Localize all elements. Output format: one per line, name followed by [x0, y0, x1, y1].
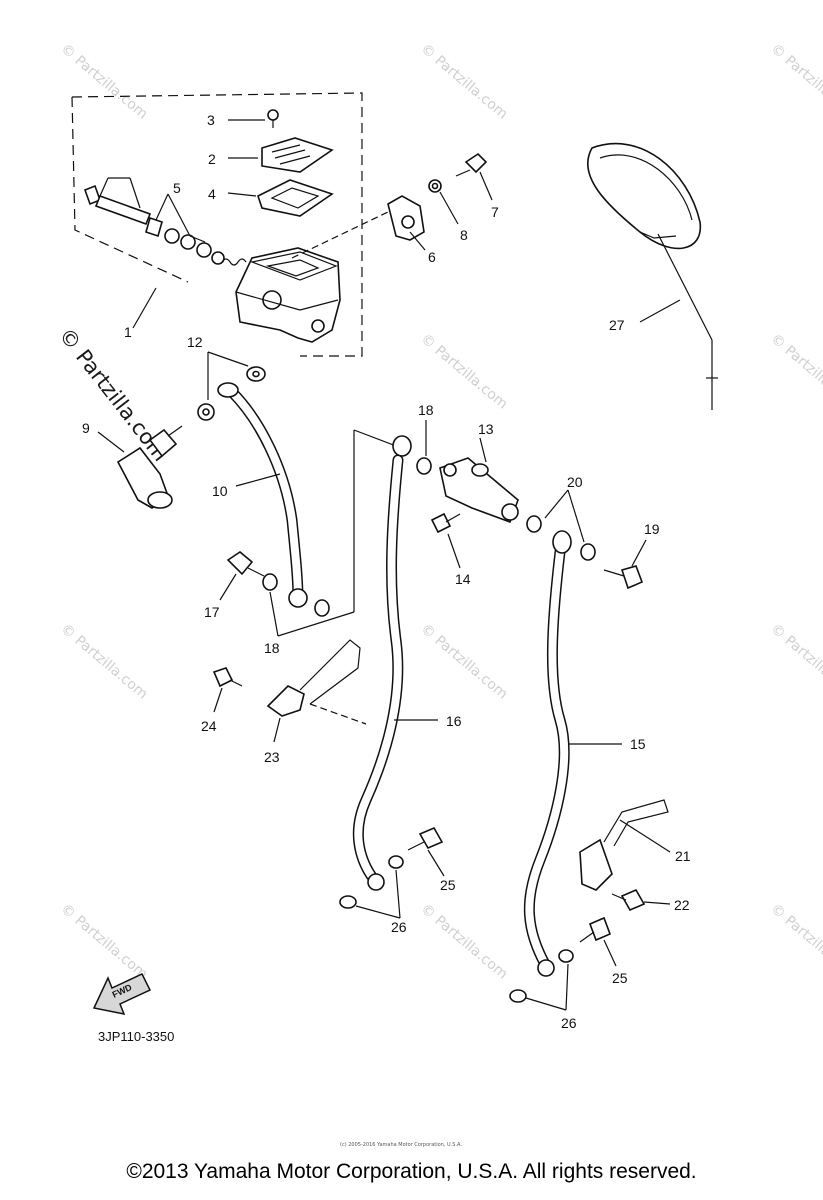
hose-guide-part-23	[266, 639, 367, 743]
watermark-text: © Partzilla.com	[417, 331, 510, 413]
watermark-text: © Partzilla.com	[417, 901, 510, 983]
callout-20: 20	[567, 474, 583, 490]
callout-24: 24	[201, 718, 217, 734]
callout-14: 14	[455, 571, 471, 587]
parts-diagram: © Partzilla.com © Partzilla.com © Partzi…	[54, 41, 823, 1148]
master-cylinder-part-1	[132, 247, 341, 343]
brake-hose-part-10	[197, 382, 308, 608]
callout-7: 7	[491, 204, 499, 220]
callout-26b: 26	[561, 1015, 577, 1031]
callout-22: 22	[674, 897, 690, 913]
part-number-code: 3JP110-3350	[98, 1029, 174, 1044]
washer-part-26-middle	[339, 855, 404, 919]
callout-1: 1	[124, 324, 132, 340]
callout-10: 10	[212, 483, 228, 499]
clamp-part-6	[291, 195, 426, 259]
piston-kit-part-5	[83, 177, 247, 266]
callout-25b: 25	[612, 970, 628, 986]
bolt-part-25-right	[579, 916, 617, 967]
footer-copyright: ©2013 Yamaha Motor Corporation, U.S.A. A…	[126, 1160, 697, 1183]
callout-17: 17	[204, 604, 220, 620]
callout-9: 9	[82, 420, 90, 436]
bleeder-screw	[148, 425, 183, 458]
watermark-text: © Partzilla.com	[57, 621, 150, 703]
callout-27: 27	[609, 317, 625, 333]
callout-15: 15	[630, 736, 646, 752]
callout-25a: 25	[440, 877, 456, 893]
reservoir-cap-part-2	[228, 137, 334, 173]
watermark-text: © Partzilla.com	[417, 621, 510, 703]
watermark-text: © Partzilla.com	[767, 621, 823, 703]
hose-joint-part-13	[439, 437, 519, 524]
callout-19: 19	[644, 521, 660, 537]
watermark-text: © Partzilla.com	[767, 331, 823, 413]
callout-6: 6	[428, 249, 436, 265]
callout-labels: 1 2 3 4 5 6 7 8 9 10 12 13 14 15 16 17 1…	[82, 112, 691, 1031]
washer-part-12	[207, 351, 266, 400]
diaphragm-part-4	[227, 179, 334, 217]
callout-8: 8	[460, 227, 468, 243]
watermark-text: © Partzilla.com	[767, 901, 823, 983]
bolt-part-14	[430, 512, 461, 569]
washer-part-20	[526, 489, 596, 561]
callout-13: 13	[478, 421, 494, 437]
hose-guide-part-21	[579, 799, 671, 891]
callout-26a: 26	[391, 919, 407, 935]
callout-16: 16	[446, 713, 462, 729]
callout-12: 12	[187, 334, 203, 350]
watermark-text: © Partzilla.com	[57, 901, 150, 983]
callout-2: 2	[208, 151, 216, 167]
brake-hose-part-15	[523, 530, 622, 977]
washer-part-18-left	[262, 429, 397, 637]
mirror-part-27	[586, 142, 718, 410]
bolt-part-22	[611, 888, 671, 912]
callout-4: 4	[208, 186, 216, 202]
washer-part-8	[428, 179, 459, 225]
bolt-part-17	[219, 551, 265, 601]
callout-18b: 18	[418, 402, 434, 418]
bolt-part-24	[212, 667, 243, 713]
boot-part-9	[97, 431, 173, 509]
washer-part-26-right	[509, 949, 574, 1011]
brake-hose-part-16	[352, 435, 438, 891]
watermark-text: © Partzilla.com	[767, 41, 823, 123]
callout-21: 21	[675, 848, 691, 864]
bolt-part-25-middle	[407, 826, 445, 877]
screw-part-3	[228, 109, 279, 128]
callout-3: 3	[207, 112, 215, 128]
watermark-text: © Partzilla.com	[57, 41, 150, 123]
callout-5: 5	[173, 180, 181, 196]
fwd-arrow-icon: FWD	[92, 973, 152, 1016]
washer-part-18-right	[416, 420, 432, 475]
bolt-part-19	[603, 539, 647, 590]
callout-23: 23	[264, 749, 280, 765]
small-print: (c) 2005-2016 Yamaha Motor Corporation, …	[340, 1142, 462, 1148]
bolt-part-7	[455, 152, 493, 201]
callout-18a: 18	[264, 640, 280, 656]
watermark-text: © Partzilla.com	[417, 41, 510, 123]
